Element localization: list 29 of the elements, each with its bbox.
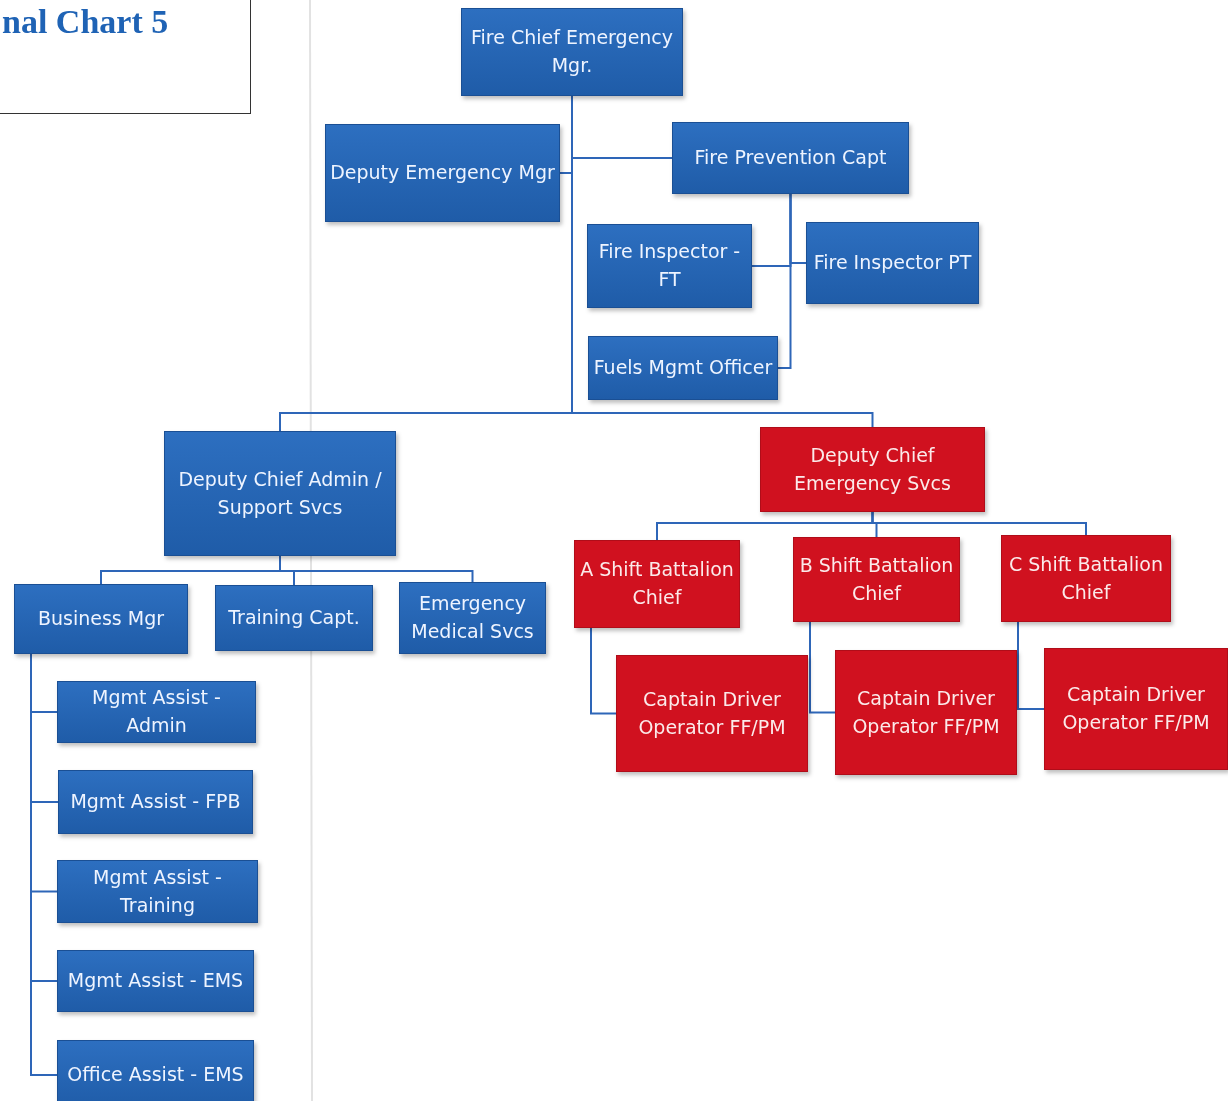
position-box: Office Assist - EMS (57, 1040, 254, 1101)
position-box: Fuels Mgmt Officer (588, 336, 778, 400)
position-box: Emergency Medical Svcs (399, 582, 546, 654)
position-box: Fire Prevention Capt (672, 122, 909, 194)
connector-line (871, 511, 1087, 536)
position-box: Business Mgr (14, 584, 188, 654)
position-box: Captain Driver Operator FF/PM (835, 650, 1017, 775)
position-box: Mgmt Assist - FPB (58, 770, 253, 834)
position-box: Captain Driver Operator FF/PM (616, 655, 808, 772)
connector-line (590, 627, 617, 715)
position-box: Mgmt Assist - EMS (57, 950, 254, 1012)
position-box: B Shift Battalion Chief (793, 537, 960, 622)
connector-line (1017, 621, 1045, 710)
connector-line (809, 621, 836, 714)
position-box: Training Capt. (215, 585, 373, 651)
position-box: C Shift Battalion Chief (1001, 535, 1171, 622)
position-box: Mgmt Assist - Admin (57, 681, 256, 743)
position-box: Deputy Chief Emergency Svcs (760, 427, 985, 512)
connector-line (279, 555, 474, 583)
connector-line (777, 193, 792, 369)
position-box: Deputy Chief Admin / Support Svcs (164, 431, 396, 556)
position-box: Fire Inspector - FT (587, 224, 752, 308)
position-box: Mgmt Assist - Training (57, 860, 258, 923)
position-box: Deputy Emergency Mgr (325, 124, 560, 222)
position-box: Fire Chief Emergency Mgr. (461, 8, 683, 96)
chart-title: nal Chart 5 (2, 2, 170, 42)
position-box: Fire Inspector PT (806, 222, 979, 304)
position-box: A Shift Battalion Chief (574, 540, 740, 628)
position-box: Captain Driver Operator FF/PM (1044, 648, 1228, 770)
